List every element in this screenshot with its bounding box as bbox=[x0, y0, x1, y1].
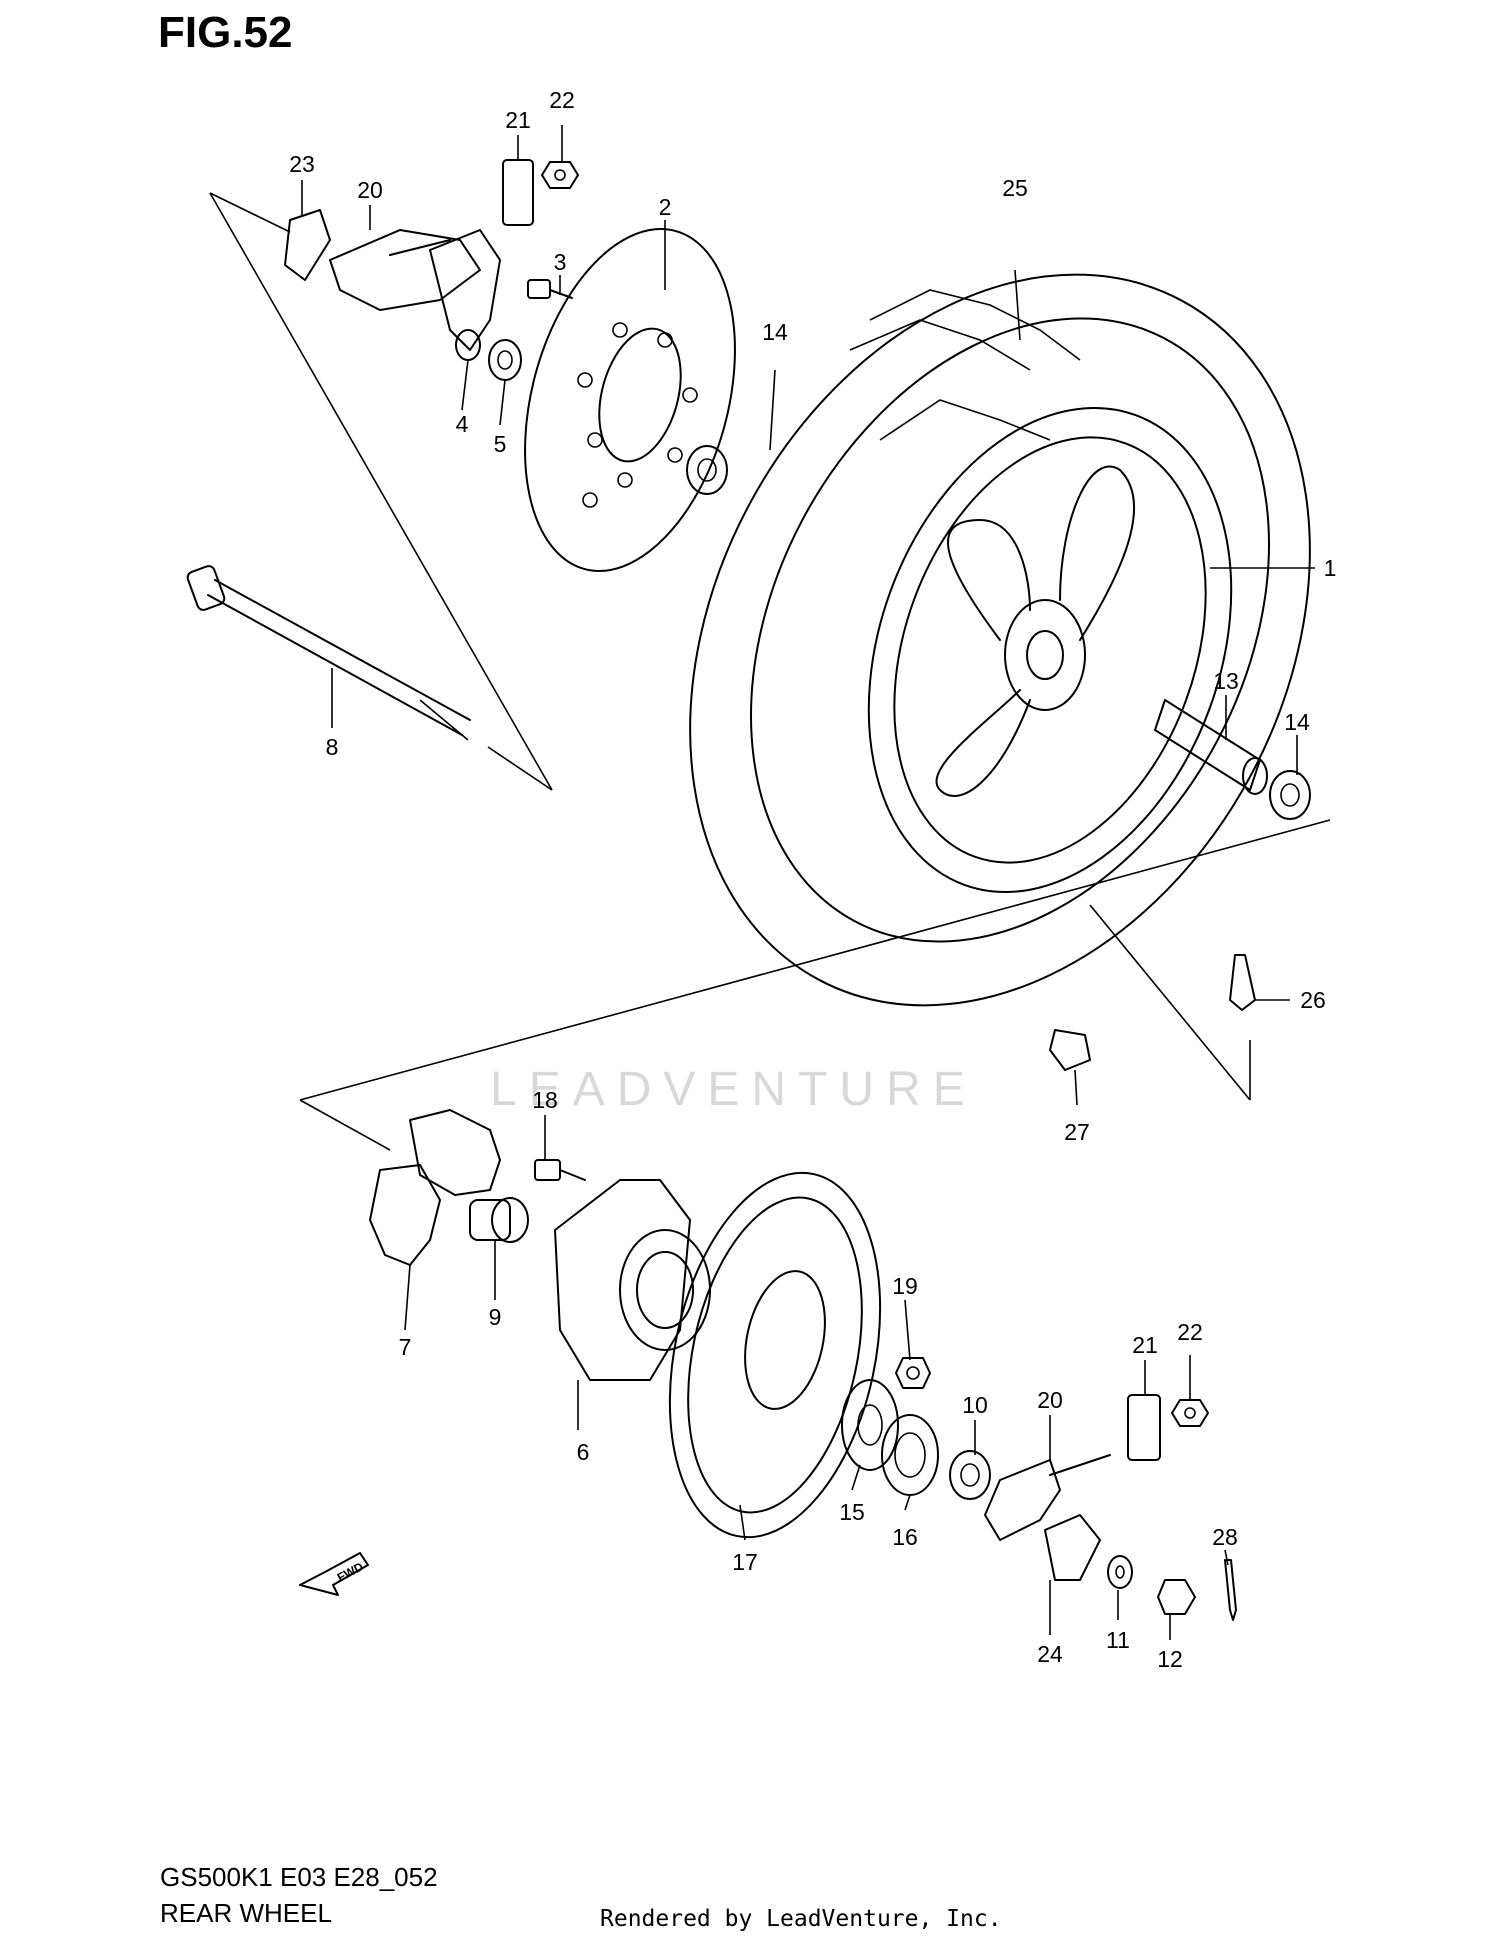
callout-2: 2 bbox=[659, 194, 672, 220]
callout-numbers: 1 2 3 4 5 6 7 8 9 10 11 12 13 14 14 15 1… bbox=[289, 87, 1336, 1672]
rear-sprocket bbox=[668, 1171, 882, 1539]
callout-5: 5 bbox=[494, 431, 507, 457]
wheel-collar-14-top bbox=[686, 445, 728, 495]
callout-22a: 22 bbox=[549, 87, 575, 113]
callout-14a: 14 bbox=[762, 319, 788, 345]
spacer-10 bbox=[949, 1450, 991, 1500]
washer-11 bbox=[1107, 1555, 1133, 1589]
callout-21a: 21 bbox=[505, 107, 531, 133]
callout-15: 15 bbox=[839, 1499, 865, 1525]
callout-8: 8 bbox=[326, 734, 339, 760]
callout-13: 13 bbox=[1213, 668, 1239, 694]
tire-valve bbox=[1229, 954, 1256, 1011]
axle-spacer bbox=[1154, 699, 1268, 795]
nut-top bbox=[541, 161, 579, 189]
model-code: GS500K1 E03 E28_052 bbox=[160, 1862, 438, 1892]
callout-19: 19 bbox=[892, 1273, 918, 1299]
callout-20b: 20 bbox=[1037, 1387, 1063, 1413]
callout-14b: 14 bbox=[1284, 709, 1310, 735]
cush-drive-damper bbox=[369, 1109, 501, 1266]
bolt-3 bbox=[527, 279, 573, 299]
callout-4: 4 bbox=[456, 411, 469, 437]
brake-caliper-bracket bbox=[329, 229, 501, 351]
bearing bbox=[841, 1379, 899, 1471]
castle-nut bbox=[1157, 1579, 1196, 1615]
callout-6: 6 bbox=[577, 1439, 590, 1465]
callout-27: 27 bbox=[1064, 1119, 1090, 1145]
callout-20a: 20 bbox=[357, 177, 383, 203]
sprocket-drum bbox=[554, 1179, 711, 1381]
cotter-pin bbox=[1224, 1559, 1237, 1621]
rear-axle bbox=[186, 565, 471, 741]
callout-18: 18 bbox=[532, 1087, 558, 1113]
callout-26: 26 bbox=[1300, 987, 1326, 1013]
chain-adjuster-stopper-bottom bbox=[1127, 1394, 1161, 1461]
callout-16: 16 bbox=[892, 1524, 918, 1550]
section-name: REAR WHEEL bbox=[160, 1898, 332, 1928]
assembly-outline bbox=[209, 192, 1331, 1151]
callout-3: 3 bbox=[554, 249, 567, 275]
chain-adjuster-bottom bbox=[984, 1454, 1111, 1541]
balancer-weight bbox=[1049, 1029, 1091, 1071]
figure-title: FIG.52 bbox=[158, 8, 293, 57]
nut-bottom bbox=[1171, 1399, 1209, 1427]
callout-10: 10 bbox=[962, 1392, 988, 1418]
watermark: LEADVENTURE bbox=[490, 1063, 977, 1116]
chain-adjuster-top bbox=[284, 209, 331, 281]
callout-28: 28 bbox=[1212, 1524, 1238, 1550]
chain-adjuster-stopper-top bbox=[502, 159, 534, 226]
callout-17: 17 bbox=[732, 1549, 758, 1575]
fwd-direction-arrow: FWD bbox=[299, 1552, 369, 1596]
callout-24: 24 bbox=[1037, 1641, 1063, 1667]
callout-7: 7 bbox=[399, 1334, 412, 1360]
adjuster-plate bbox=[1044, 1514, 1101, 1581]
callout-9: 9 bbox=[489, 1304, 502, 1330]
rear-tire bbox=[689, 273, 1311, 1007]
callout-21b: 21 bbox=[1132, 1332, 1158, 1358]
callout-22b: 22 bbox=[1177, 1319, 1203, 1345]
render-credit: Rendered by LeadVenture, Inc. bbox=[600, 1906, 1002, 1932]
bolt-18 bbox=[534, 1159, 586, 1181]
cush-drive-collar bbox=[469, 1197, 529, 1243]
brake-disc bbox=[524, 228, 736, 572]
wheel-collar-14-right bbox=[1269, 770, 1311, 820]
callout-25: 25 bbox=[1002, 175, 1028, 201]
callout-11: 11 bbox=[1106, 1627, 1130, 1653]
leader-lines bbox=[301, 125, 1315, 1640]
callout-23: 23 bbox=[289, 151, 315, 177]
sprocket-nut bbox=[895, 1357, 931, 1389]
callout-12: 12 bbox=[1157, 1646, 1183, 1672]
callout-1: 1 bbox=[1324, 555, 1337, 581]
rear-wheel-rim bbox=[867, 406, 1233, 894]
